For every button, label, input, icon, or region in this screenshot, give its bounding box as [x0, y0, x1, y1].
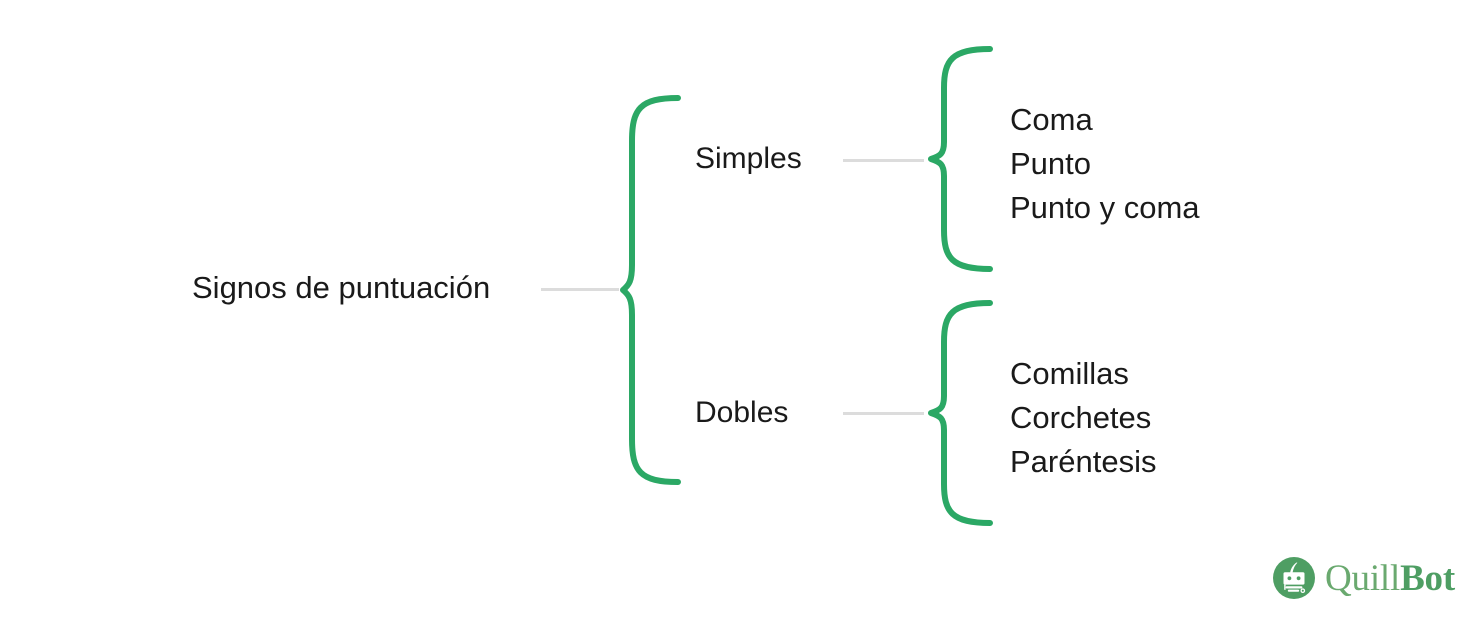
quillbot-robot-icon	[1273, 557, 1315, 599]
branch-label-simples: Simples	[695, 142, 802, 175]
leaf-item: Paréntesis	[1010, 444, 1157, 479]
leaf-item: Punto	[1010, 146, 1092, 181]
leaf-item: Comillas	[1010, 356, 1129, 391]
leaf-item: Corchetes	[1010, 400, 1152, 435]
branch-brace-dobles-icon	[928, 300, 993, 526]
leaf-item: Coma	[1010, 102, 1093, 137]
quillbot-wordmark: QuillBot	[1325, 560, 1455, 597]
wordmark-bot: Bot	[1400, 557, 1455, 599]
main-brace-icon	[620, 95, 681, 485]
wordmark-quill: Quill	[1325, 557, 1401, 599]
leaf-item: Punto y coma	[1010, 190, 1200, 225]
connector-dobles-to-leaves	[843, 412, 924, 415]
root-node-label: Signos de puntuación	[192, 270, 491, 305]
branch-brace-simples-icon	[928, 46, 993, 272]
leaf-list-dobles: Comillas Corchetes Paréntesis	[1010, 352, 1156, 484]
branch-label-dobles: Dobles	[695, 396, 789, 429]
connector-simples-to-leaves	[843, 159, 924, 162]
quillbot-logo: QuillBot	[1272, 556, 1455, 600]
leaf-list-simples: Coma Punto Punto y coma	[1010, 98, 1200, 230]
connector-root-to-main-brace	[541, 288, 619, 291]
